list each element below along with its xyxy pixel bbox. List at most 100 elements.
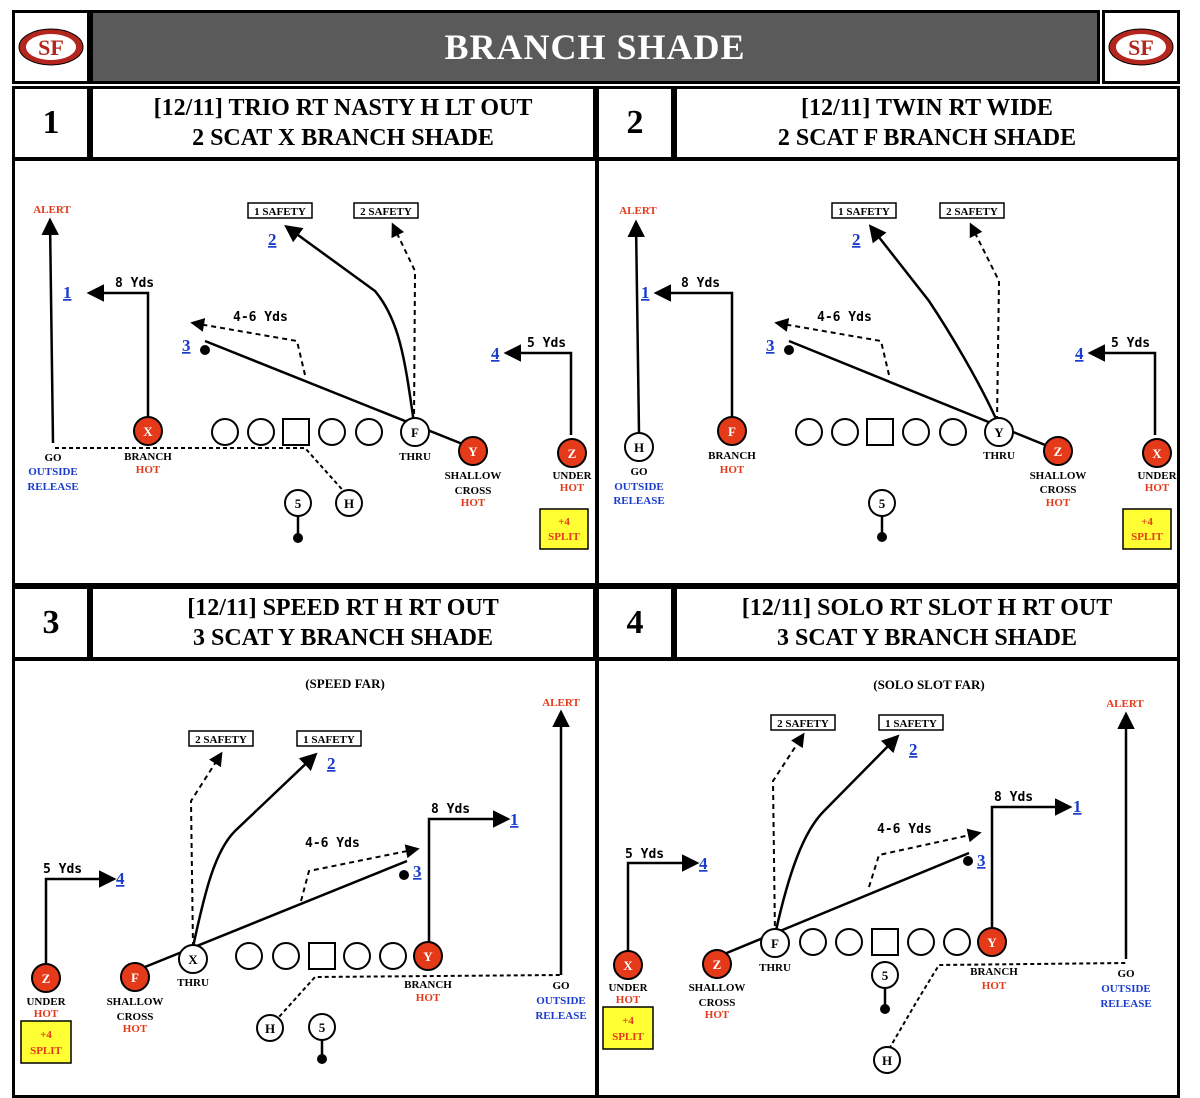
release-label: RELEASE bbox=[613, 495, 664, 507]
yds-5-label: 5 Yds bbox=[1111, 336, 1150, 351]
qb-drop-end bbox=[317, 1054, 327, 1064]
lineman bbox=[831, 418, 859, 446]
alert-label: ALERT bbox=[542, 697, 580, 709]
lineman bbox=[318, 418, 346, 446]
branch-label: BRANCH bbox=[970, 966, 1018, 978]
qb-label: 5 bbox=[319, 1020, 326, 1035]
qb-drop-end bbox=[293, 533, 303, 543]
sf-logo-icon: SF bbox=[1108, 28, 1174, 66]
read-4: 4 bbox=[116, 869, 125, 888]
branch-label: BRANCH bbox=[124, 451, 172, 463]
alt-route bbox=[969, 222, 1001, 422]
center bbox=[282, 418, 310, 446]
player-x-label: X bbox=[188, 952, 198, 967]
hot-label: HOT bbox=[123, 1023, 148, 1035]
lineman bbox=[343, 942, 371, 970]
hot-label: HOT bbox=[560, 482, 585, 494]
read-2: 2 bbox=[327, 754, 336, 773]
player-z bbox=[31, 963, 61, 993]
safety-2-label: 2 SAFETY bbox=[946, 206, 998, 218]
panel-2-title-line2: 2 SCAT F BRANCH SHADE bbox=[777, 125, 1077, 151]
yds-5-label: 5 Yds bbox=[527, 336, 566, 351]
panel-4-diagram: (SOLO SLOT FAR) ALERT 2 SAFETY 1 SAFETY … bbox=[602, 677, 1152, 1074]
lineman bbox=[272, 942, 300, 970]
alert-label: ALERT bbox=[1106, 698, 1144, 710]
lineman bbox=[211, 418, 239, 446]
hot-label: HOT bbox=[1145, 482, 1170, 494]
cross-label: CROSS bbox=[455, 485, 492, 497]
under-route bbox=[503, 344, 573, 435]
cross-label: CROSS bbox=[1040, 484, 1077, 496]
under-label: UNDER bbox=[1137, 470, 1177, 482]
player-h-label: H bbox=[265, 1021, 275, 1036]
lineman bbox=[939, 418, 967, 446]
player-h bbox=[256, 1014, 284, 1042]
panel-3-field: (SPEED FAR) ALERT 2 SAFETY 1 SAFETY 2 4-… bbox=[12, 658, 598, 1098]
safety-1-box bbox=[878, 714, 944, 731]
shallow-label: SHALLOW bbox=[1030, 470, 1087, 482]
read-4: 4 bbox=[1075, 344, 1084, 363]
hot-label: HOT bbox=[705, 1009, 730, 1021]
route-end bbox=[200, 345, 210, 355]
player-f-label: F bbox=[728, 424, 736, 439]
branch-route bbox=[653, 284, 734, 419]
player-z bbox=[702, 949, 732, 979]
lineman bbox=[235, 942, 263, 970]
route-end bbox=[784, 345, 794, 355]
route-end bbox=[399, 870, 409, 880]
player-x bbox=[133, 416, 163, 446]
sit-route bbox=[300, 844, 420, 902]
player-x-label: X bbox=[623, 958, 633, 973]
panel-2-diagram: ALERT 8 Yds 1 1 SAFETY 2 SAFETY 2 4-6 Yd… bbox=[613, 202, 1178, 550]
lineman bbox=[943, 928, 971, 956]
panel-3-number: 3 bbox=[12, 586, 90, 660]
read-3: 3 bbox=[413, 862, 422, 881]
cross-label: CROSS bbox=[117, 1011, 154, 1023]
safety-2-box bbox=[353, 202, 419, 219]
thru-route bbox=[191, 752, 318, 948]
read-1: 1 bbox=[63, 283, 72, 302]
sit-route bbox=[868, 828, 982, 888]
center bbox=[308, 942, 336, 970]
player-f bbox=[400, 417, 430, 447]
motion-path bbox=[888, 962, 1127, 1050]
logo-right: SF bbox=[1102, 10, 1180, 84]
shallow-label: SHALLOW bbox=[445, 470, 502, 482]
player-h-label: H bbox=[634, 440, 644, 455]
safety-1-box bbox=[831, 202, 897, 219]
panel-3-subtitle: (SPEED FAR) bbox=[305, 676, 385, 691]
outside-label: OUTSIDE bbox=[28, 466, 78, 478]
shallow-label: SHALLOW bbox=[107, 996, 164, 1008]
yds-46-label: 4-6 Yds bbox=[817, 310, 872, 325]
thru-label: THRU bbox=[399, 451, 431, 463]
branch-route bbox=[86, 284, 150, 423]
player-x-label: X bbox=[143, 424, 153, 439]
safety-2-box bbox=[770, 714, 836, 731]
release-label: RELEASE bbox=[535, 1010, 586, 1022]
lineman bbox=[247, 418, 275, 446]
panel-2-title-line1: [12/11] TWIN RT WIDE bbox=[801, 95, 1053, 121]
under-route bbox=[1087, 344, 1157, 435]
plus4-label: +4 bbox=[622, 1015, 634, 1027]
go-label: GO bbox=[552, 980, 570, 992]
panel-4-number: 4 bbox=[596, 586, 674, 660]
yds-5-label: 5 Yds bbox=[625, 847, 664, 862]
split-note bbox=[20, 1020, 72, 1064]
panel-1-title-line1: [12/11] TRIO RT NASTY H LT OUT bbox=[153, 95, 533, 121]
page-title: BRANCH SHADE bbox=[90, 10, 1100, 84]
player-z-label: Z bbox=[568, 446, 577, 461]
read-2: 2 bbox=[909, 740, 918, 759]
center bbox=[866, 418, 894, 446]
yds-46-label: 4-6 Yds bbox=[305, 836, 360, 851]
safety-1-label: 1 SAFETY bbox=[303, 734, 355, 746]
player-x bbox=[178, 944, 208, 974]
yds-5-label: 5 Yds bbox=[43, 862, 82, 877]
player-z-label: Z bbox=[42, 971, 51, 986]
cross-label: CROSS bbox=[699, 997, 736, 1009]
player-h-label: H bbox=[344, 496, 354, 511]
panel-4-title-line2: 3 SCAT Y BRANCH SHADE bbox=[776, 625, 1078, 651]
player-z bbox=[1043, 436, 1073, 466]
player-y-label: Y bbox=[994, 425, 1004, 440]
shallow-cross-route bbox=[716, 851, 970, 959]
player-h bbox=[335, 489, 363, 517]
